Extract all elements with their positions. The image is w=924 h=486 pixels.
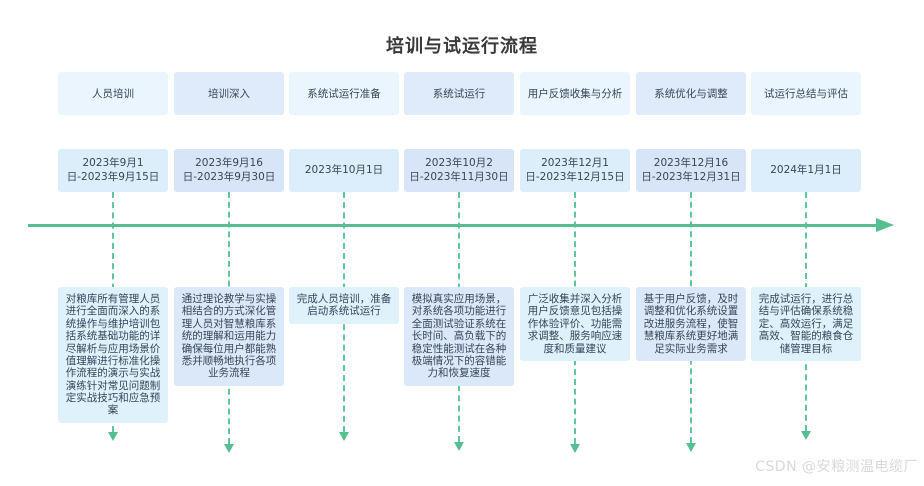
stage-date: 2023年10月2日-2023年11月30日 (409, 156, 509, 183)
stage-name: 系统试运行准备 (307, 88, 381, 100)
stage-name-box: 系统试运行准备 (289, 72, 399, 115)
stage-date: 2023年12月1日-2023年12月15日 (525, 156, 625, 183)
stage-name: 用户反馈收集与分析 (527, 88, 623, 100)
stage-name-box: 系统优化与调整 (636, 72, 746, 115)
stage-name-box: 系统试运行 (404, 72, 514, 115)
stage-description: 通过理论教学与实操相结合的方式深化管理人员对智慧粮库系统的理解和运用能力确保每位… (181, 293, 277, 380)
stage-description: 广泛收集并深入分析用户反馈意见包括操作体验评价、功能需求调整、服务响应速度和质量… (527, 293, 623, 355)
stage-description-box: 完成人员培训，准备启动系统试运行 (289, 287, 399, 324)
stage-date-box: 2023年9月1日-2023年9月15日 (58, 149, 168, 192)
stage-date: 2024年1月1日 (770, 163, 842, 176)
stage-column-3: 系统试运行准备 2023年10月1日 完成人员培训，准备启动系统试运行 (289, 0, 399, 486)
stage-date: 2023年9月16日-2023年9月30日 (182, 156, 276, 183)
stage-name-box: 试运行总结与评估 (751, 72, 861, 115)
stage-name: 系统试运行 (432, 88, 486, 100)
stage-column-7: 试运行总结与评估 2024年1月1日 完成试运行，进行总结与评估确保系统稳定、高… (751, 0, 861, 486)
stage-date-box: 2023年12月16日-2023年12月31日 (636, 149, 746, 192)
stage-column-1: 人员培训 2023年9月1日-2023年9月15日 对粮库所有管理人员进行全面而… (58, 0, 168, 486)
stage-description-box: 基于用户反馈，及时调整和优化系统设置改进服务流程，使智慧粮库系统更好地满足实际业… (636, 287, 746, 361)
arrow-down-icon (801, 431, 811, 440)
stage-description: 基于用户反馈，及时调整和优化系统设置改进服务流程，使智慧粮库系统更好地满足实际业… (643, 293, 739, 355)
stage-column-2: 培训深入 2023年9月16日-2023年9月30日 通过理论教学与实操相结合的… (174, 0, 284, 486)
stage-date: 2023年12月16日-2023年12月31日 (641, 156, 741, 183)
stage-date-box: 2023年10月2日-2023年11月30日 (404, 149, 514, 192)
stage-name: 培训深入 (208, 88, 250, 100)
stage-description-box: 广泛收集并深入分析用户反馈意见包括操作体验评价、功能需求调整、服务响应速度和质量… (520, 287, 630, 361)
stage-name-box: 用户反馈收集与分析 (520, 72, 630, 115)
arrow-down-icon (570, 444, 580, 453)
stage-description: 对粮库所有管理人员进行全面而深入的系统操作与维护培训包括系统基础功能的详尽解析与… (65, 293, 161, 417)
stage-column-6: 系统优化与调整 2023年12月16日-2023年12月31日 基于用户反馈，及… (636, 0, 746, 486)
stage-name: 系统优化与调整 (654, 88, 728, 100)
stage-date: 2023年9月1日-2023年9月15日 (66, 156, 160, 183)
stage-description-box: 通过理论教学与实操相结合的方式深化管理人员对智慧粮库系统的理解和运用能力确保每位… (174, 287, 284, 386)
stage-description-box: 完成试运行，进行总结与评估确保系统稳定、高效运行，满足高效、智能的粮食仓储管理目… (751, 287, 861, 361)
stage-date-box: 2023年12月1日-2023年12月15日 (520, 149, 630, 192)
arrow-down-icon (339, 432, 349, 441)
stage-description: 完成人员培训，准备启动系统试运行 (296, 293, 392, 318)
stage-date-box: 2024年1月1日 (751, 149, 861, 192)
arrow-down-icon (686, 443, 696, 452)
arrow-down-icon (224, 444, 234, 453)
stage-date-box: 2023年9月16日-2023年9月30日 (174, 149, 284, 192)
stage-description: 模拟真实应用场景，对系统各项功能进行全面测试验证系统在长时间、高负载下的稳定性能… (411, 293, 507, 380)
timeline-arrow-right-icon (876, 218, 894, 232)
stage-date: 2023年10月1日 (304, 163, 384, 176)
arrow-down-icon (454, 442, 464, 451)
stage-date-box: 2023年10月1日 (289, 149, 399, 192)
page-title: 培训与试运行流程 (386, 36, 538, 57)
watermark: CSDN @安粮测温电缆厂 (755, 459, 918, 475)
arrow-down-icon (108, 432, 118, 441)
stage-name: 试运行总结与评估 (764, 88, 848, 100)
stage-description: 完成试运行，进行总结与评估确保系统稳定、高效运行，满足高效、智能的粮食仓储管理目… (758, 293, 854, 355)
stage-name-box: 人员培训 (58, 72, 168, 115)
stage-name: 人员培训 (92, 88, 134, 100)
stage-name-box: 培训深入 (174, 72, 284, 115)
stage-description-box: 对粮库所有管理人员进行全面而深入的系统操作与维护培训包括系统基础功能的详尽解析与… (58, 287, 168, 423)
timeline-axis (28, 224, 878, 227)
stage-column-5: 用户反馈收集与分析 2023年12月1日-2023年12月15日 广泛收集并深入… (520, 0, 630, 486)
stage-column-4: 系统试运行 2023年10月2日-2023年11月30日 模拟真实应用场景，对系… (404, 0, 514, 486)
stage-description-box: 模拟真实应用场景，对系统各项功能进行全面测试验证系统在长时间、高负载下的稳定性能… (404, 287, 514, 386)
